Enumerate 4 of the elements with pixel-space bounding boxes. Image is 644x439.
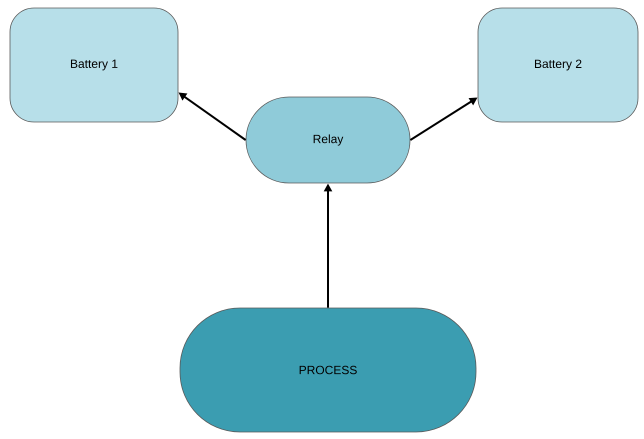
- battery-box: Battery 1: [10, 8, 178, 122]
- battery-box: Battery 2: [478, 8, 638, 122]
- relay-box: Relay: [246, 96, 410, 184]
- process-box: PROCESS: [180, 308, 476, 432]
